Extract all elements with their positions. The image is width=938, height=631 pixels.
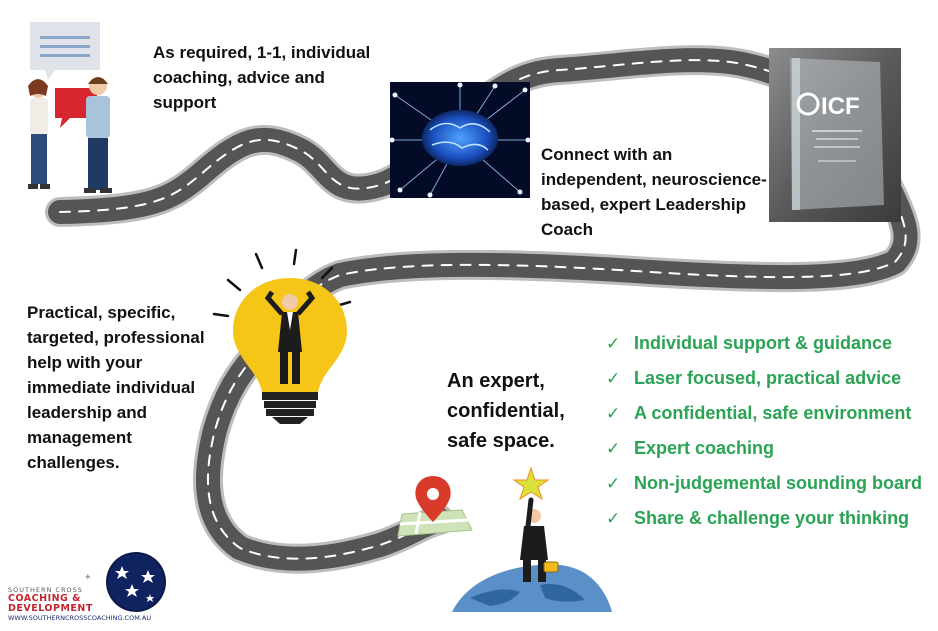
map-pin-destination-illustration — [397, 476, 473, 537]
icf-award-image: ICF — [769, 48, 901, 222]
benefit-text: Individual support & guidance — [634, 333, 893, 353]
benefit-text: A confidential, safe environment — [634, 403, 912, 423]
check-icon: ✓ — [606, 474, 621, 493]
benefit-text: Non-judgemental sounding board — [634, 473, 922, 493]
benefit-item: ✓ Individual support & guidance — [606, 330, 926, 357]
benefit-item: ✓ Share & challenge your thinking — [606, 505, 926, 532]
check-icon: ✓ — [606, 509, 621, 528]
benefit-item: ✓ Laser focused, practical advice — [606, 365, 926, 392]
check-icon: ✓ — [606, 334, 621, 353]
check-icon: ✓ — [606, 404, 621, 423]
success-star-illustration — [452, 466, 612, 612]
benefit-text: Laser focused, practical advice — [634, 368, 902, 388]
caption-individual-coaching: As required, 1-1, individual coaching, a… — [153, 43, 371, 112]
logo-line-2: COACHING & — [8, 593, 81, 604]
benefit-item: ✓ Expert coaching — [606, 435, 926, 462]
logo-line-3: DEVELOPMENT — [8, 603, 93, 614]
caption-expert-safe-space: An expert, confidential, safe space. — [447, 370, 565, 452]
lightbulb-idea-illustration — [212, 248, 352, 424]
svg-text:✦: ✦ — [84, 573, 92, 583]
benefit-text: Expert coaching — [634, 438, 775, 458]
neural-brain-image — [389, 82, 531, 198]
company-logo-text: SOUTHERN CROSS COACHING & DEVELOPMENT WW… — [8, 586, 152, 622]
caption-connect-coach: Connect with an independent, neuroscienc… — [541, 145, 767, 239]
check-icon: ✓ — [606, 369, 621, 388]
benefits-list: ✓ Individual support & guidance ✓ Laser fo… — [606, 330, 926, 540]
check-icon: ✓ — [606, 439, 621, 458]
benefit-text: Share & challenge your thinking — [634, 508, 910, 528]
logo-line-1: SOUTHERN CROSS — [8, 586, 83, 594]
award-brand-text: ICF — [821, 93, 860, 120]
logo-url: WWW.SOUTHERNCROSSCOACHING.COM.AU — [8, 614, 152, 622]
company-logo-emblem: ✦ — [84, 552, 166, 612]
winding-road — [45, 45, 921, 574]
people-talking-illustration — [28, 22, 112, 193]
benefit-item: ✓ A confidential, safe environment — [606, 400, 926, 427]
benefit-item: ✓ Non-judgemental sounding board — [606, 470, 926, 497]
caption-practical-help: Practical, specific, targeted, professio… — [27, 303, 205, 472]
